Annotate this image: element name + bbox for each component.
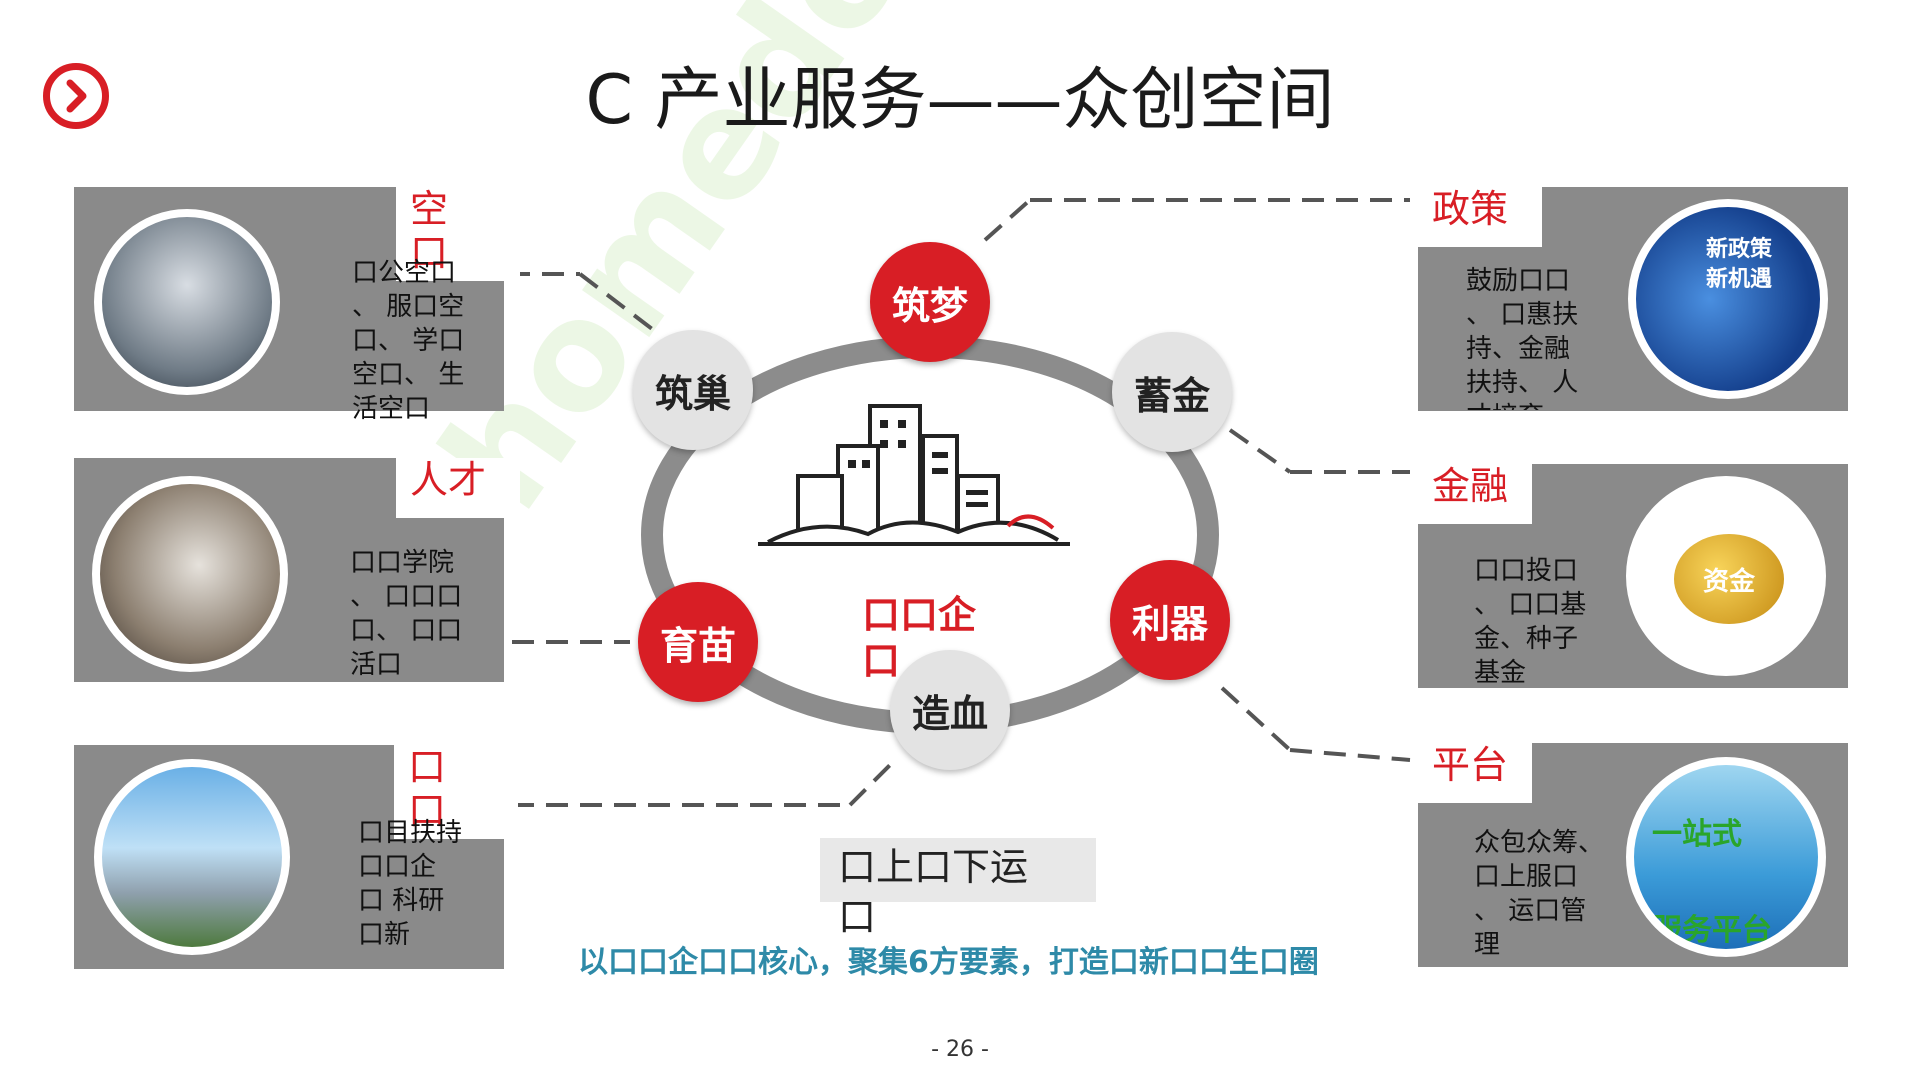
left-text-talent: 口口学院 、 口口口 口、 口口 活口: [350, 548, 463, 680]
right-text-platform: 众包众筹、 口上服口 、 运口管 理: [1474, 828, 1605, 960]
finance-photo: 资金: [1626, 476, 1826, 676]
policy-photo: 新政策 新机遇: [1628, 199, 1828, 399]
right-label-finance: 金融: [1418, 464, 1532, 524]
node-zhuchao: 筑巢: [633, 330, 753, 450]
right-label-policy: 政策: [1418, 187, 1542, 247]
office-photo: [94, 209, 280, 395]
center-label: 口口企 口: [862, 593, 977, 683]
city-icon: [758, 404, 1070, 546]
right-panel-platform: 一站式 服务平台: [1418, 743, 1848, 967]
logo-icon: [43, 63, 109, 129]
left-text-project: 口目扶持 口口企 口 科研 口新: [358, 818, 463, 950]
left-label-talent: 人才: [396, 458, 520, 518]
node-yumiao: 育苗: [638, 582, 758, 702]
classroom-photo: [92, 476, 288, 672]
bottom-label: 口上口下运 口: [838, 845, 1029, 939]
right-text-policy: 鼓励口口 、 口惠扶 持、金融 扶持、 人 才培育: [1466, 266, 1579, 410]
page-title: C 产业服务——众创空间: [585, 61, 1335, 140]
node-xujin: 蓄金: [1112, 332, 1232, 452]
right-text-finance: 口口投口 、 口口基 金、种子 基金: [1474, 556, 1587, 688]
left-label-project: 口 口: [394, 745, 518, 839]
platform-photo: 一站式 服务平台: [1626, 757, 1826, 957]
caption-text: 以口口企口口核心，聚集6方要素，打造口新口口生口圈: [578, 945, 1319, 980]
node-liqi: 利器: [1110, 560, 1230, 680]
left-panel-talent: [74, 458, 504, 682]
node-zaoxue: 造血: [890, 650, 1010, 770]
page-number: - 26 -: [931, 1037, 989, 1062]
bottom-label-box: [820, 838, 1096, 902]
node-zhumeng: 筑梦: [870, 242, 990, 362]
left-label-space: 空 口: [396, 187, 520, 281]
building-photo: [94, 759, 290, 955]
right-label-platform: 平台: [1418, 743, 1532, 803]
left-text-space: 口公空口 、 服口空 口、 学口 空口、 生 活空口: [352, 258, 465, 424]
